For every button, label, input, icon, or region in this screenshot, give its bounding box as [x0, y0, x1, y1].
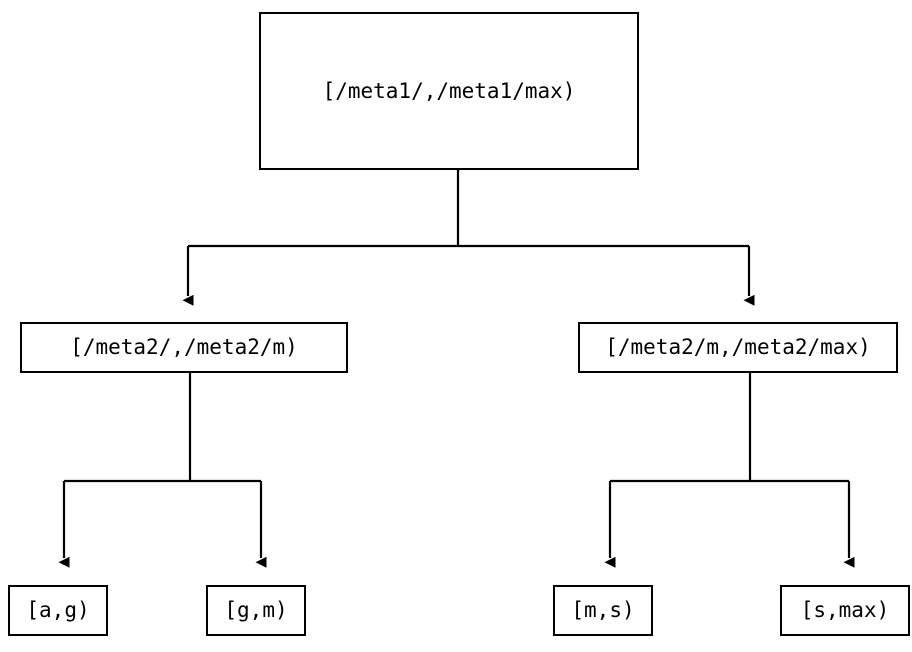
- node-mid-left-label: [/meta2/,/meta2/m): [70, 335, 298, 359]
- node-leaf-a-g-label: [a,g): [26, 598, 90, 622]
- edge-mid-left-to-leaves: [58, 373, 267, 568]
- node-leaf-g-m: [g,m): [206, 585, 306, 636]
- node-mid-left: [/meta2/,/meta2/m): [20, 322, 348, 373]
- node-leaf-g-m-label: [g,m): [224, 598, 288, 622]
- edge-mid-right-to-leaves: [604, 373, 855, 568]
- node-root: [/meta1/,/meta1/max): [259, 12, 639, 170]
- node-leaf-m-s: [m,s): [553, 585, 653, 636]
- node-mid-right: [/meta2/m,/meta2/max): [578, 322, 898, 373]
- node-root-label: [/meta1/,/meta1/max): [322, 78, 576, 103]
- node-leaf-a-g: [a,g): [8, 585, 108, 636]
- node-mid-right-label: [/meta2/m,/meta2/max): [605, 335, 871, 359]
- node-leaf-s-max: [s,max): [780, 585, 910, 636]
- node-leaf-s-max-label: [s,max): [800, 598, 890, 622]
- node-leaf-m-s-label: [m,s): [571, 598, 635, 622]
- edge-root-to-mid-level: [182, 170, 755, 306]
